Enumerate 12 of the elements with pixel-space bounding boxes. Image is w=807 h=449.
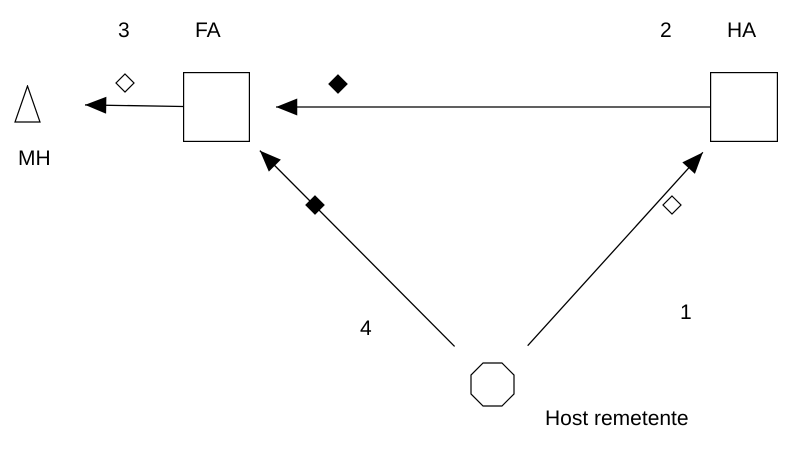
arrow [527,152,704,346]
arrow [276,98,710,116]
node-label: MH [18,148,51,169]
edge-label: 2 [660,20,672,41]
node-label: HA [727,20,756,41]
edge-label: 1 [680,302,692,323]
node-label: Host remetente [545,408,689,429]
edge-label: 4 [360,318,372,339]
arrow [84,96,184,114]
node-label: FA [195,20,221,41]
arrow [259,150,456,347]
edge-label: 3 [118,20,130,41]
